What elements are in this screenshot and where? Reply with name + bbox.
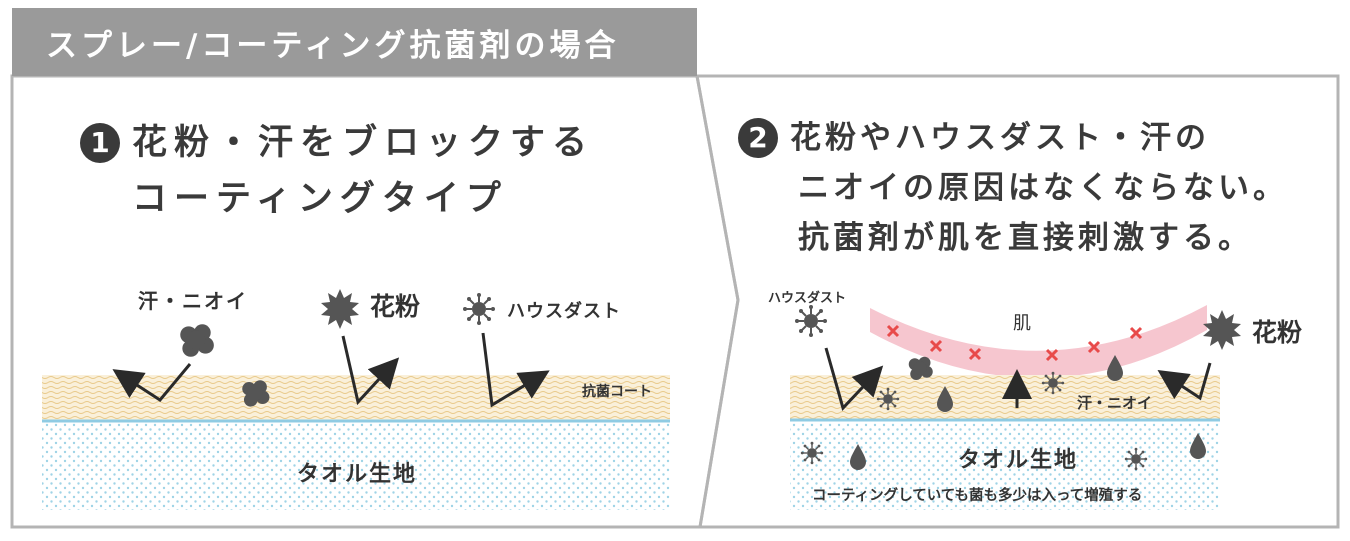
house-dust-icon [462, 292, 496, 326]
sweat-particle-icon [908, 356, 933, 380]
panel1-title: 1 花粉・汗をブロックする コーティングタイプ [80, 115, 594, 227]
pollen-icon [321, 289, 359, 329]
label-house-dust: ハウスダスト [768, 291, 847, 306]
label-coat: 抗菌コート [582, 384, 652, 400]
tab-title: スプレー/コーティング抗菌剤の場合 [12, 8, 697, 76]
skin-band [870, 305, 1207, 379]
panel-frame-right [695, 74, 1340, 529]
panel2-title-line1: 花粉やハウスダスト・汗の [790, 120, 1210, 156]
sweat-particle-icon [242, 380, 270, 407]
towel-layer-1 [42, 423, 670, 510]
penetrate-arrow [824, 347, 884, 411]
irritation-marks [886, 324, 1143, 362]
panel2-title-line2: ニオイの原因はなくならない。 [798, 170, 1288, 206]
step-badge: 1 [80, 123, 120, 163]
panel1-title-line2: コーティングタイプ [132, 179, 508, 219]
label-towel: タオル生地 [958, 448, 1079, 473]
pollen-icon [1203, 310, 1241, 350]
label-house-dust: ハウスダスト [507, 301, 621, 322]
house-dust-icon [876, 387, 900, 411]
house-dust-icon [1041, 371, 1065, 395]
penetrate-arrow [1157, 362, 1212, 401]
sweat-particle-icon [180, 324, 214, 357]
label-pollen: 花粉 [370, 292, 421, 321]
label-note: コーティングしていても菌も多少は入って増殖する [812, 488, 1143, 504]
panel2-title-line3: 抗菌剤が肌を直接刺激する。 [798, 220, 1253, 256]
bounce-arrow [481, 332, 550, 408]
label-pollen: 花粉 [1252, 318, 1303, 347]
panel1-title-line1: 花粉・汗をブロックする [132, 123, 595, 163]
panel2-title: 2 花粉やハウスダスト・汗の ニオイの原因はなくならない。 抗菌剤が肌を直接刺激… [738, 113, 1288, 263]
house-dust-icon [1124, 447, 1148, 471]
bounce-arrow [341, 335, 400, 406]
label-towel: タオル生地 [297, 462, 418, 487]
house-dust-icon [794, 304, 828, 338]
step-badge: 2 [738, 118, 778, 158]
house-dust-icon [800, 441, 824, 465]
label-sweat-odor: 汗・ニオイ [1077, 394, 1153, 412]
bounce-arrow [112, 363, 192, 402]
label-skin: 肌 [1013, 313, 1031, 334]
label-sweat-odor: 汗・ニオイ [138, 289, 248, 313]
